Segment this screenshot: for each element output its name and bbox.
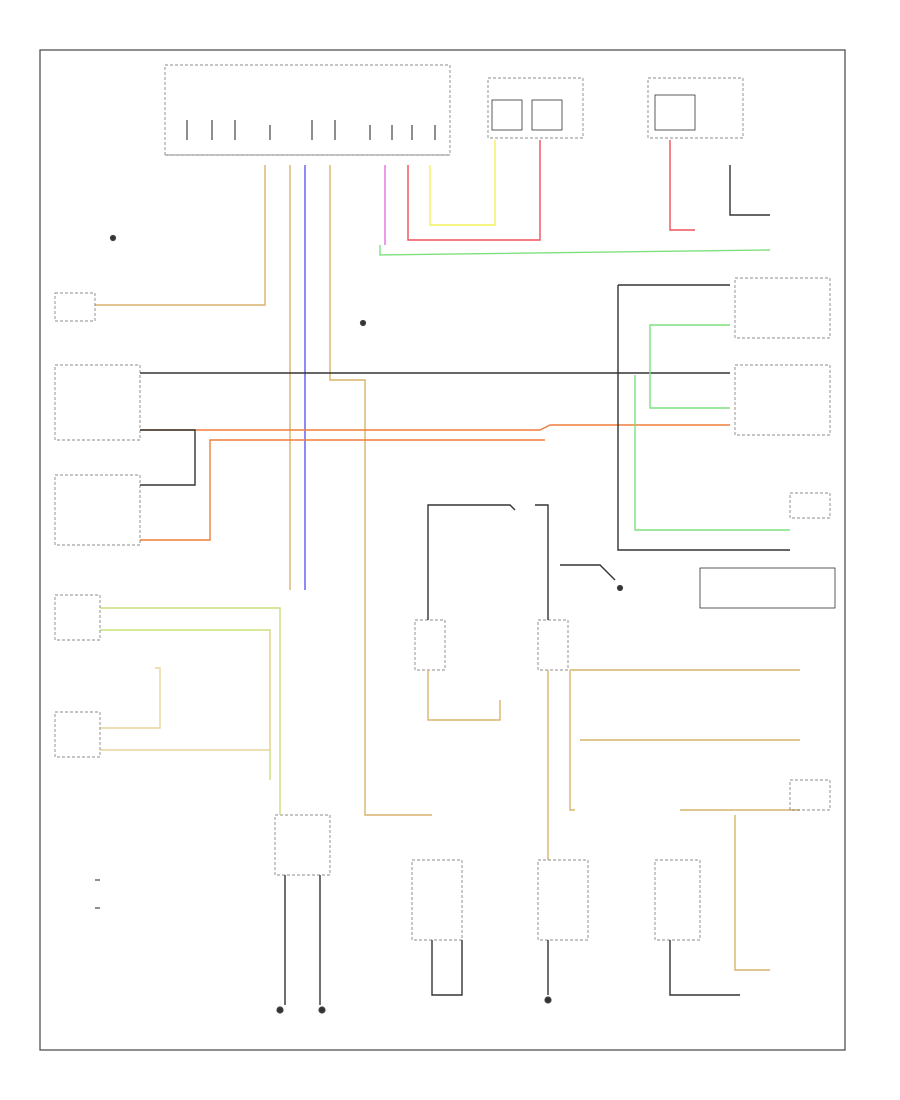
wire-yellow: [429, 140, 496, 226]
legend-marks: [95, 879, 100, 909]
lower-modules: [274, 669, 800, 1005]
wire-ygreen-1: [100, 607, 281, 780]
wire-black-right: [617, 285, 790, 551]
wire-tan-side: [95, 165, 266, 306]
wire-green-right: [649, 324, 730, 409]
relay-module-a: [487, 77, 584, 139]
right-components: [560, 165, 836, 811]
wire-tan-long: [329, 165, 432, 816]
top-module: [164, 64, 451, 156]
wire-red-right: [669, 140, 695, 231]
left-pressure-sensors: [54, 594, 101, 758]
wire-green-top: [379, 245, 771, 256]
left-switch-upper: [54, 364, 141, 546]
wire-orange-1: [140, 424, 730, 431]
wire-orange-2: [140, 439, 545, 541]
wire-black-2: [140, 429, 196, 486]
wire-green-right-2: [634, 375, 790, 531]
wire-tan-lower: [100, 630, 271, 751]
ground-symbols: [109, 234, 624, 1014]
diagram-frame: [39, 49, 846, 1051]
wire-ygreen-2: [100, 629, 271, 780]
relay-module-b: [647, 77, 744, 139]
center-sensors: [414, 504, 569, 860]
wire-red: [407, 140, 541, 241]
left-sensor-top: [54, 292, 96, 322]
